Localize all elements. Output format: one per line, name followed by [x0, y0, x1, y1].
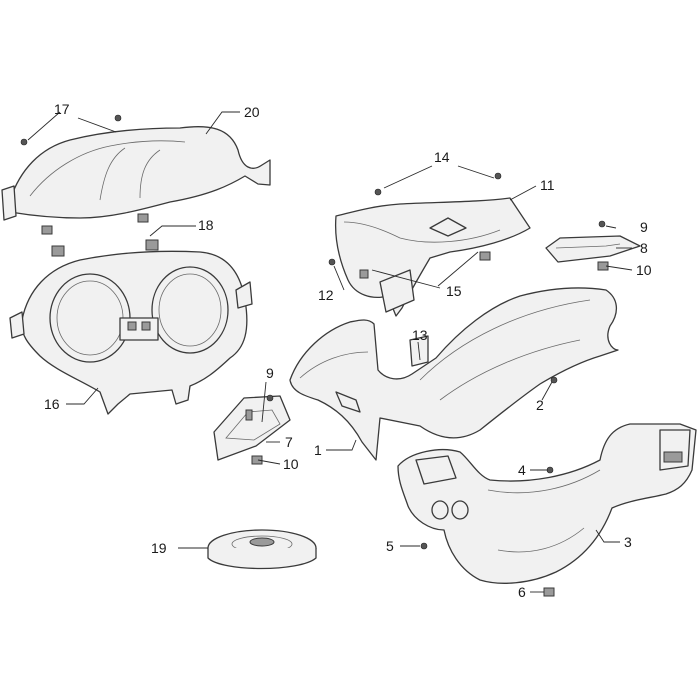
- part-instrument-housing: [9, 239, 253, 415]
- callout-8: 8: [640, 240, 648, 256]
- callout-5: 5: [386, 538, 394, 554]
- callout-15: 15: [446, 283, 462, 299]
- part-bracket-7: [213, 395, 291, 465]
- part-front-cover: [289, 287, 619, 461]
- callout-13: 13: [412, 327, 428, 343]
- part-upper-cover: [334, 197, 531, 317]
- part-rubber-pad: [207, 529, 317, 570]
- callout-3: 3: [624, 534, 632, 550]
- callout-4: 4: [518, 462, 526, 478]
- part-clip-cover: [545, 235, 641, 271]
- part-instrument-cover: [1, 125, 271, 235]
- callout-19: 19: [151, 540, 167, 556]
- callout-16: 16: [44, 396, 60, 412]
- callout-9-right: 9: [640, 219, 648, 235]
- callout-10-right: 10: [636, 262, 652, 278]
- callout-18: 18: [198, 217, 214, 233]
- callout-20: 20: [244, 104, 260, 120]
- leader-lines: [27, 111, 633, 593]
- callout-14: 14: [434, 149, 450, 165]
- callout-labels: 17 20 18 16 9 7 10 19 14 11 12 15 13 1 2…: [44, 101, 652, 600]
- callout-17: 17: [54, 101, 70, 117]
- callout-11: 11: [540, 177, 555, 193]
- callout-9-left: 9: [266, 365, 274, 381]
- callout-2: 2: [536, 397, 544, 413]
- callout-12: 12: [318, 287, 334, 303]
- callout-1: 1: [314, 442, 322, 458]
- callout-10-left: 10: [283, 456, 299, 472]
- callout-6: 6: [518, 584, 526, 600]
- part-rear-cover: [397, 423, 697, 584]
- callout-7: 7: [285, 434, 293, 450]
